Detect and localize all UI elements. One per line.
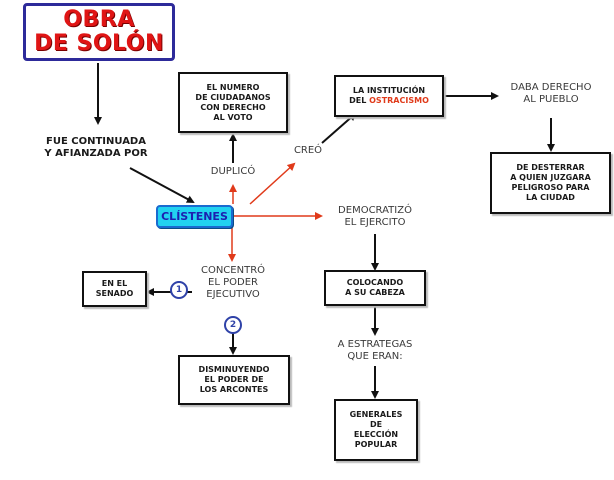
box-institucion-text: LA INSTITUCIÓN DEL OSTRACISMO bbox=[349, 86, 429, 106]
institucion-prefix: LA INSTITUCIÓN DEL bbox=[349, 86, 426, 105]
badge-two: 2 bbox=[224, 316, 242, 334]
arrow-center-to-creo bbox=[249, 162, 296, 205]
box-generales-text: GENERALES DE ELECCIÓN POPULAR bbox=[349, 410, 403, 449]
box-senado: EN EL SENADO bbox=[82, 271, 147, 307]
label-estrategas: A ESTRATEGAS QUE ERAN: bbox=[337, 339, 413, 362]
institucion-highlight: OSTRACISMO bbox=[369, 96, 429, 105]
box-colocando-text: COLOCANDO A SU CABEZA bbox=[345, 278, 405, 297]
label-concentro: CONCENTRÓ EL PODER EJECUTIVO bbox=[200, 265, 266, 300]
title-line-2: DE SOLÓN bbox=[34, 31, 164, 56]
box-arcontes-text: DISMINUYENDO EL PODER DE LOS ARCONTES bbox=[198, 365, 270, 394]
label-daba: DABA DERECHO AL PUEBLO bbox=[510, 82, 592, 105]
arrow-continued-to-center bbox=[129, 167, 195, 203]
box-desterrar: DE DESTERRAR A QUIEN JUZGARA PELIGROSO P… bbox=[490, 152, 611, 214]
box-ciudadanos-text: EL NUMERO DE CIUDADANOS CON DERECHO AL V… bbox=[195, 82, 271, 122]
box-colocando: COLOCANDO A SU CABEZA bbox=[324, 270, 426, 306]
box-arcontes: DISMINUYENDO EL PODER DE LOS ARCONTES bbox=[178, 355, 290, 405]
label-duplico: DUPLICÓ bbox=[210, 166, 256, 177]
title-line-1: OBRA bbox=[63, 7, 135, 32]
box-desterrar-text: DE DESTERRAR A QUIEN JUZGARA PELIGROSO P… bbox=[510, 163, 591, 202]
box-generales: GENERALES DE ELECCIÓN POPULAR bbox=[334, 399, 418, 461]
arrow-creo-to-institucion bbox=[321, 112, 357, 144]
title-box: OBRA DE SOLÓN bbox=[23, 3, 175, 61]
center-node-clistenes: CLÍSTENES bbox=[156, 205, 233, 228]
label-continued: FUE CONTINUADA Y AFIANZADA POR bbox=[44, 136, 148, 159]
box-senado-text: EN EL SENADO bbox=[95, 279, 134, 298]
box-institucion: LA INSTITUCIÓN DEL OSTRACISMO bbox=[334, 75, 444, 117]
label-democratizo: DEMOCRATIZÓ EL EJERCITO bbox=[338, 205, 412, 228]
badge-one: 1 bbox=[170, 281, 188, 299]
box-ciudadanos: EL NUMERO DE CIUDADANOS CON DERECHO AL V… bbox=[178, 72, 288, 133]
label-creo: CREÓ bbox=[293, 145, 323, 156]
